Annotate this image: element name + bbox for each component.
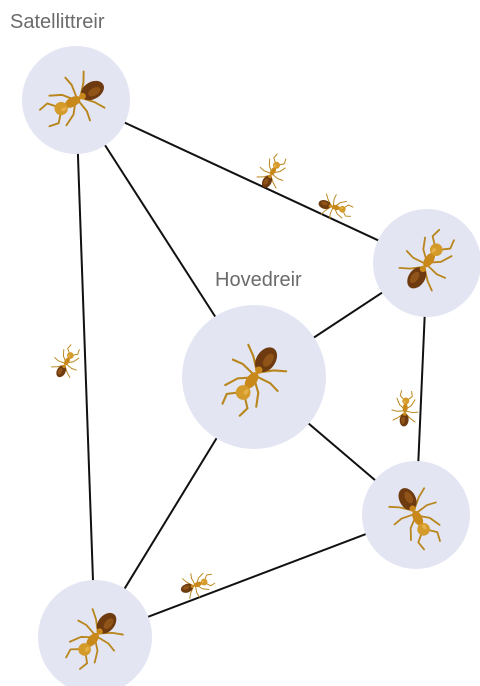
satellite-bottom-left	[38, 580, 152, 686]
satellite-nest-label: Satellittreir	[10, 11, 105, 33]
edge-satellite-bottom-right-to-satellite-bottom-left	[94, 514, 417, 638]
edge-satellite-top-left-to-satellite-right	[75, 99, 428, 264]
travelling-ant-icon	[46, 340, 87, 384]
travelling-ant-icon	[176, 566, 218, 603]
travelling-ant-icon	[251, 149, 294, 195]
travelling-ant-icon	[390, 389, 421, 429]
satellite-bottom-right	[362, 461, 470, 569]
main-nest	[182, 305, 326, 449]
main-nest-label: Hovedreir	[215, 269, 302, 291]
travelling-ant-icon	[314, 190, 356, 225]
edge-satellite-top-left-to-satellite-bottom-left	[75, 99, 96, 638]
satellite-bottom-left-circle	[38, 580, 152, 686]
nodes-layer	[22, 46, 480, 686]
satellite-top-left	[22, 46, 130, 154]
satellite-right	[373, 209, 480, 317]
